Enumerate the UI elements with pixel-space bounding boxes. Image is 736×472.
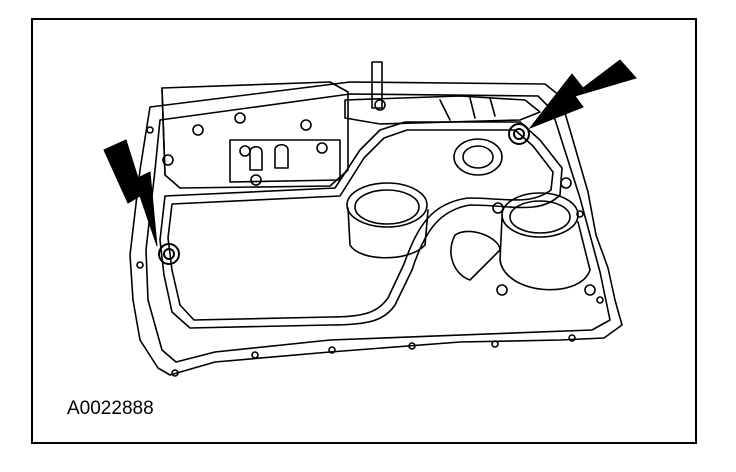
filter-gasket-outer (159, 121, 563, 329)
filter-gasket-inner (167, 129, 554, 321)
arrow-icon-left (103, 139, 158, 247)
valve-body-block (161, 81, 349, 189)
figure-id-label: A0022888 (67, 398, 154, 419)
bolt-icon-left (158, 243, 180, 265)
pan-flange-inner (145, 93, 611, 363)
arrow-icon-right (528, 59, 637, 130)
bolt-icon-right (508, 123, 530, 145)
